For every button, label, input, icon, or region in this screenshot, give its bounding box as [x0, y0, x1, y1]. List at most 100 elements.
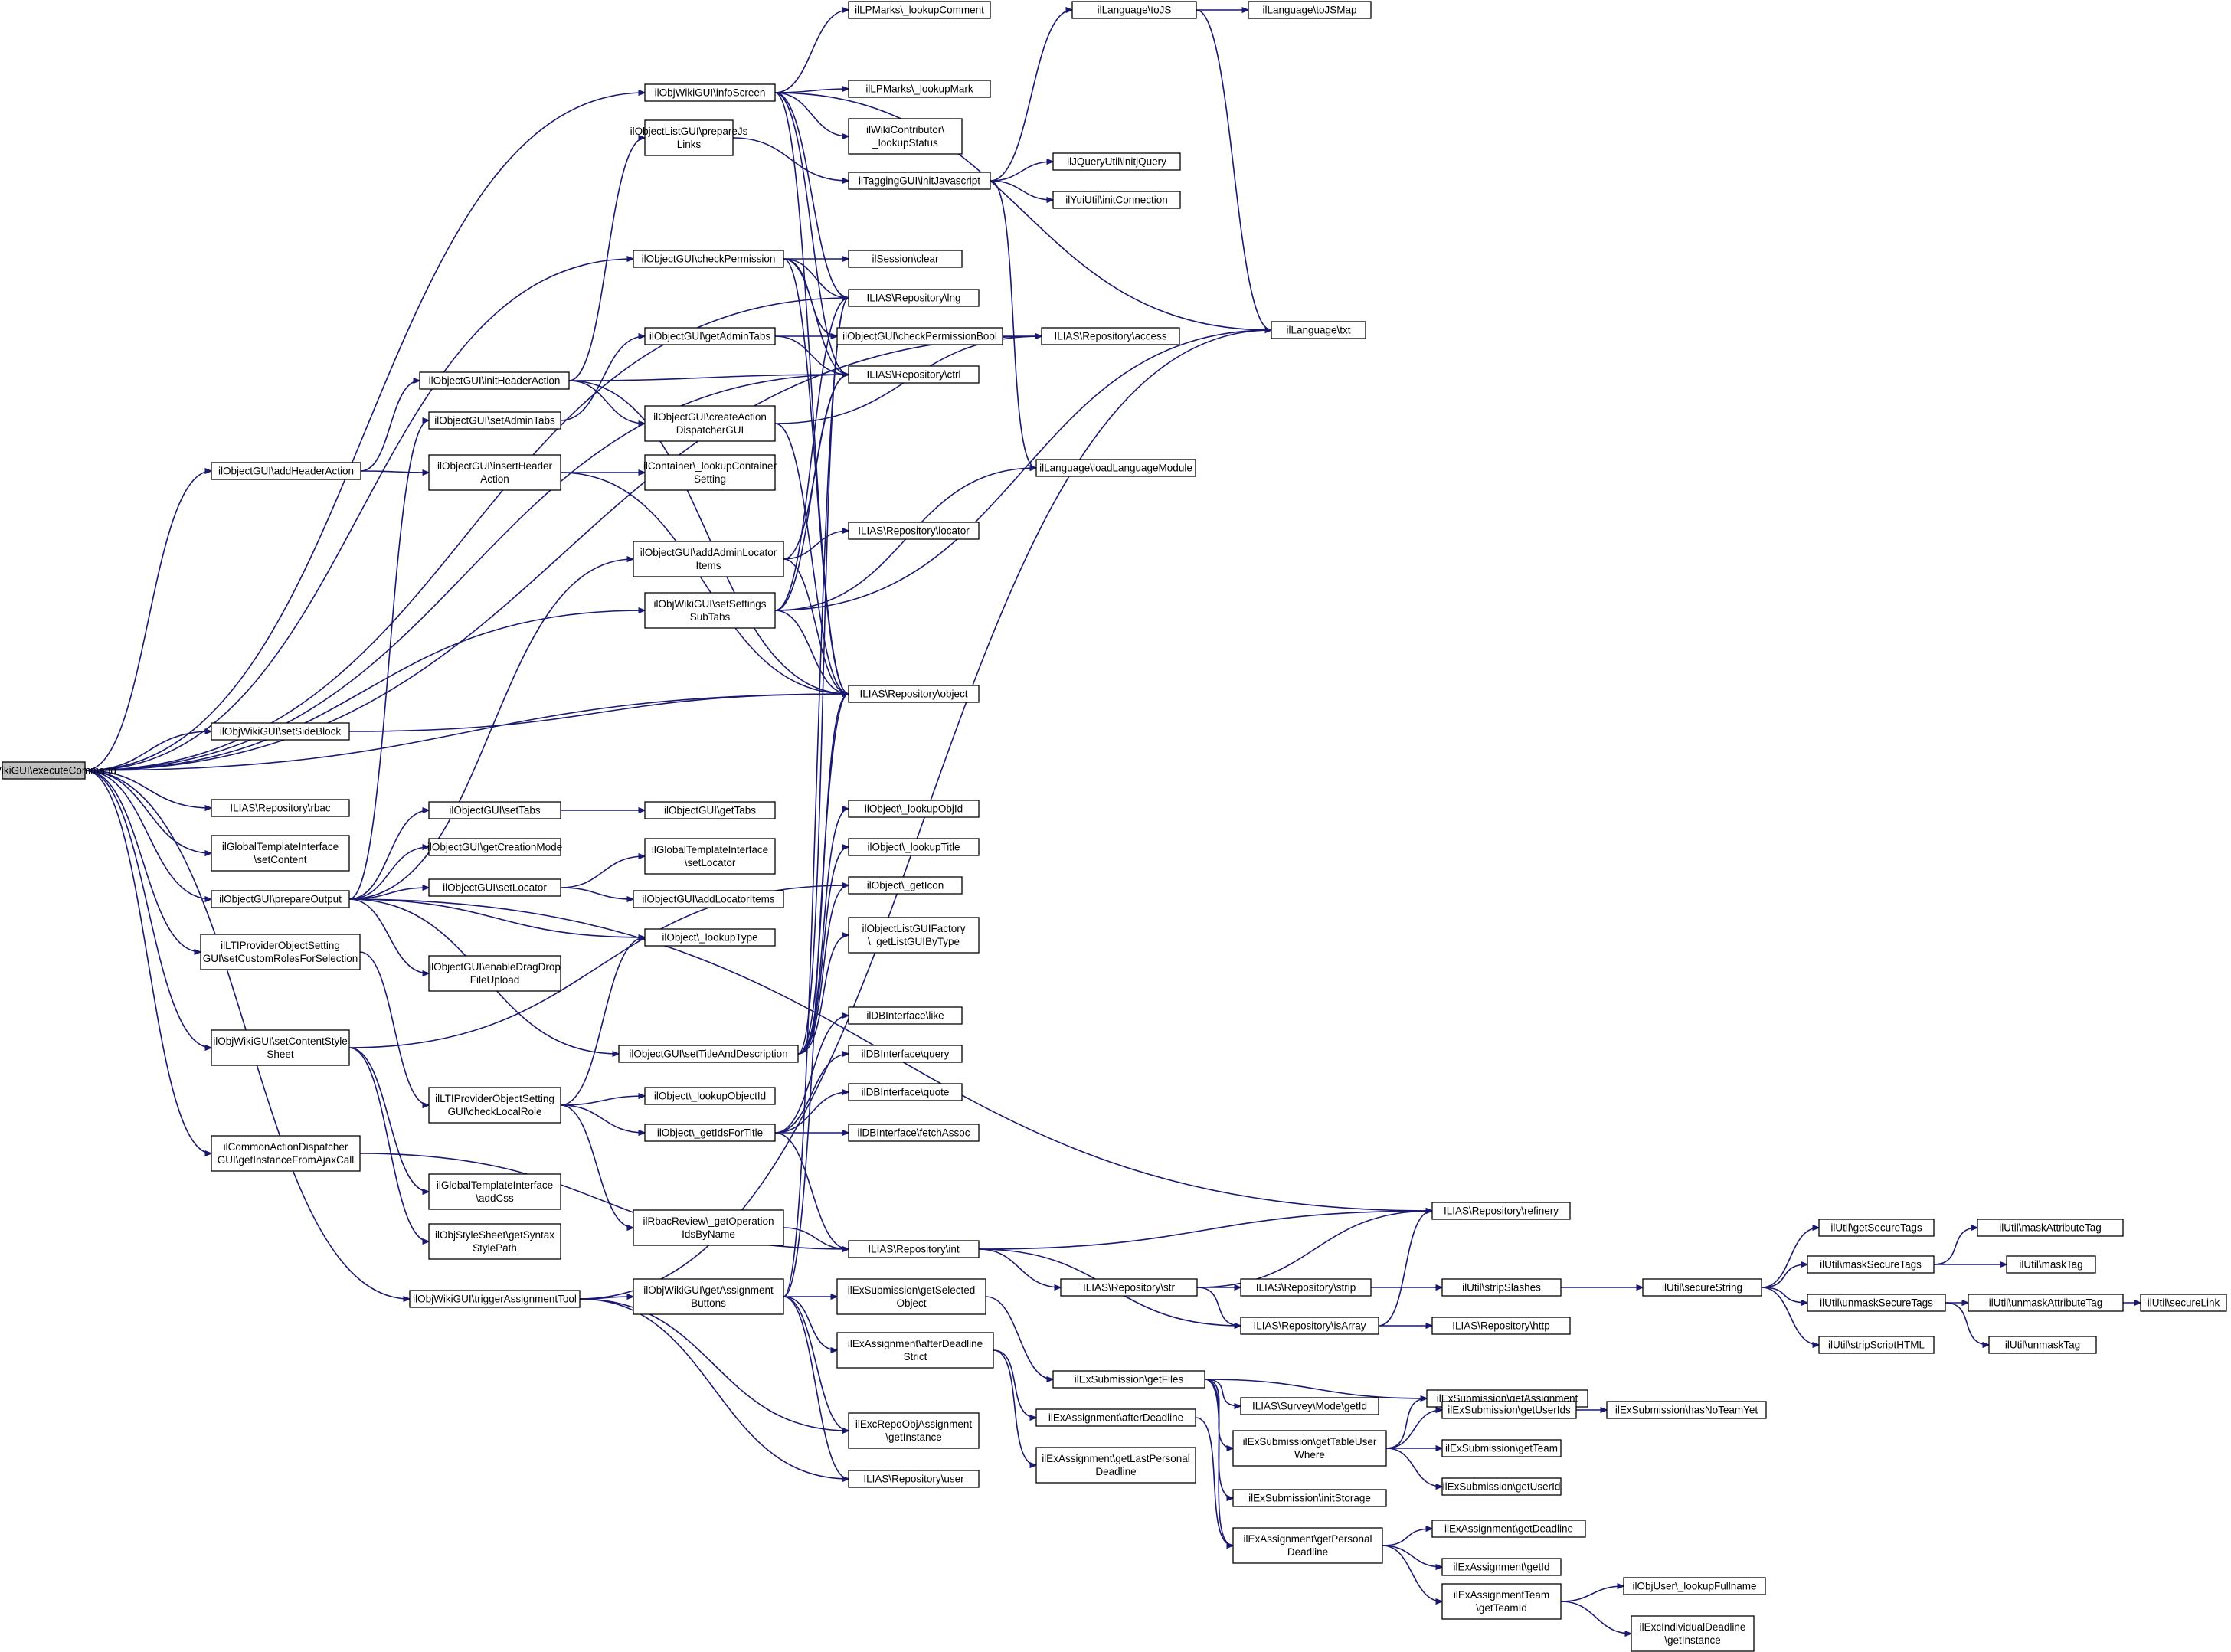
node-ilutil-securelink[interactable]: ilUtil\secureLink	[2140, 1294, 2227, 1312]
node-ilutil-getsecuretags[interactable]: ilUtil\getSecureTags	[1818, 1219, 1935, 1237]
node-ilias-repository-user[interactable]: ILIAS\Repository\user	[848, 1470, 980, 1488]
node-ilexsubmission-getteam[interactable]: ilExSubmission\getTeam	[1441, 1439, 1562, 1457]
node-ilobject-geticon[interactable]: ilObject\_getIcon	[848, 876, 963, 895]
node-ildbinterface-fetchassoc[interactable]: ilDBInterface\fetchAssoc	[848, 1124, 980, 1142]
node-ilutil-unmaskattributetag[interactable]: ilUtil\unmaskAttributeTag	[1968, 1294, 2124, 1312]
node-ilglobaltemplateinterface-setlocator[interactable]: ilGlobalTemplateInterface\setLocator	[644, 838, 776, 875]
node-ilias-repository-refinery[interactable]: ILIAS\Repository\refinery	[1431, 1202, 1571, 1220]
node-ilobjectgui-addlocatoritems[interactable]: ilObjectGUI\addLocatorItems	[633, 890, 784, 908]
node-ilutil-unmasksecuretags[interactable]: ilUtil\unmaskSecureTags	[1807, 1294, 1946, 1312]
node-ilobjectgui-checkpermission[interactable]: ilObjectGUI\checkPermission	[633, 250, 784, 268]
node-ilobjuser-lookupfullname[interactable]: ilObjUser\_lookupFullname	[1623, 1577, 1766, 1595]
node-ilcommonactiondispatchergui-getinstancefromajaxcall[interactable]: ilCommonActionDispatcherGUI\getInstanceF…	[211, 1135, 361, 1172]
node-ilias-repository-access[interactable]: ILIAS\Repository\access	[1041, 327, 1180, 345]
node-ilobject-getidsfortitle[interactable]: ilObject\_getIdsForTitle	[644, 1124, 776, 1142]
node-ilexsubmission-initstorage[interactable]: ilExSubmission\initStorage	[1232, 1489, 1387, 1507]
node-ilobjwikigui-infoscreen[interactable]: ilObjWikiGUI\infoScreen	[644, 83, 776, 102]
node-iltagginggui-initjavascript[interactable]: ilTaggingGUI\initJavascript	[848, 172, 991, 190]
node-ilobjectgui-initheaderaction[interactable]: ilObjectGUI\initHeaderAction	[419, 371, 570, 390]
node-box	[644, 801, 776, 819]
node-ilias-repository-locator[interactable]: ILIAS\Repository\locator	[848, 522, 980, 540]
node-ilobjectgui-gettabs[interactable]: ilObjectGUI\getTabs	[644, 801, 776, 819]
node-ilexcindividualdeadline-getinstance[interactable]: ilExcIndividualDeadline\getInstance	[1631, 1615, 1755, 1652]
node-ilutil-maskattributetag[interactable]: ilUtil\maskAttributeTag	[1977, 1219, 2124, 1237]
node-ilobject-lookupobjid[interactable]: ilObject\_lookupObjId	[848, 800, 980, 818]
node-illpmarks-lookupcomment[interactable]: ilLPMarks\_lookupComment	[848, 1, 991, 19]
node-illanguage-loadlanguagemodule[interactable]: ilLanguage\loadLanguageModule	[1035, 459, 1196, 477]
node-ilias-repository-int[interactable]: ILIAS\Repository\int	[848, 1240, 980, 1258]
node-ilobjwikigui-triggerassignmenttool[interactable]: ilObjWikiGUI\triggerAssignmentTool	[409, 1290, 581, 1308]
node-ilglobaltemplateinterface-addcss[interactable]: ilGlobalTemplateInterface\addCss	[428, 1173, 561, 1210]
node-ilsession-clear[interactable]: ilSession\clear	[848, 250, 963, 268]
node-iljqueryutil-initjquery[interactable]: ilJQueryUtil\initjQuery	[1052, 152, 1181, 171]
node-illanguage-tojsmap[interactable]: ilLanguage\toJSMap	[1248, 1, 1372, 19]
node-illanguage-txt[interactable]: ilLanguage\txt	[1271, 321, 1366, 339]
node-ilexassignment-getid[interactable]: ilExAssignment\getId	[1441, 1558, 1562, 1576]
node-illanguage-tojs[interactable]: ilLanguage\toJS	[1071, 1, 1197, 19]
node-ilyuiutil-initconnection[interactable]: ilYuiUtil\initConnection	[1052, 191, 1181, 209]
node-ilglobaltemplateinterface-setcontent[interactable]: ilGlobalTemplateInterface\setContent	[211, 835, 350, 872]
node-ildbinterface-like[interactable]: ilDBInterface\like	[848, 1006, 963, 1025]
node-ilobject-lookuptitle[interactable]: ilObject\_lookupTitle	[848, 838, 980, 856]
node-ilobjectgui-settabs[interactable]: ilObjectGUI\setTabs	[428, 801, 561, 819]
node-ilexsubmission-getuserids[interactable]: ilExSubmission\getUserIds	[1441, 1401, 1577, 1419]
node-ilias-repository-http[interactable]: ILIAS\Repository\http	[1431, 1317, 1571, 1335]
node-ilwikicontributor-lookupstatus[interactable]: ilWikiContributor\_lookupStatus	[848, 118, 963, 155]
node-ilias-repository-object[interactable]: ILIAS\Repository\object	[848, 685, 980, 703]
node-ilias-repository-isarray[interactable]: ILIAS\Repository\isArray	[1240, 1317, 1379, 1335]
node-ildbinterface-query[interactable]: ilDBInterface\query	[848, 1045, 963, 1063]
node-illtiproviderobjectsettinggui-checklocalrole[interactable]: ilLTIProviderObjectSettingGUI\checkLocal…	[428, 1087, 561, 1124]
node-ilobjectgui-setlocator[interactable]: ilObjectGUI\setLocator	[428, 878, 561, 897]
node-ilobjectgui-prepareoutput[interactable]: ilObjectGUI\prepareOutput	[211, 890, 350, 908]
node-ilexsubmission-hasnoteamyet[interactable]: ilExSubmission\hasNoTeamYet	[1606, 1401, 1767, 1419]
node-ilias-repository-str[interactable]: ILIAS\Repository\str	[1060, 1278, 1198, 1297]
node-ilias-repository-strip[interactable]: ILIAS\Repository\strip	[1240, 1278, 1372, 1297]
node-ilobject-lookupobjectid[interactable]: ilObject\_lookupObjectId	[644, 1087, 776, 1105]
node-ilutil-securestring[interactable]: ilUtil\secureString	[1642, 1278, 1762, 1297]
node-ilobjwikigui-setsideblock[interactable]: ilObjWikiGUI\setSideBlock	[211, 722, 350, 741]
node-ilobjectlistguifactory-getlistguibytype[interactable]: ilObjectListGUIFactory\_getListGUIByType	[848, 917, 980, 954]
node-illpmarks-lookupmark[interactable]: ilLPMarks\_lookupMark	[848, 80, 991, 98]
node-ilutil-stripscripthtml[interactable]: ilUtil\stripScriptHTML	[1818, 1336, 1935, 1354]
node-ilutil-stripslashes[interactable]: ilUtil\stripSlashes	[1441, 1278, 1562, 1297]
node-ilobjectgui-checkpermissionbool[interactable]: ilObjectGUI\checkPermissionBool	[836, 327, 1003, 345]
node-ilexsubmission-getuserid[interactable]: ilExSubmission\getUserId	[1441, 1477, 1562, 1496]
node-ilias-repository-rbac[interactable]: ILIAS\Repository\rbac	[211, 799, 350, 817]
node-ilobjectgui-getadmintabs[interactable]: ilObjectGUI\getAdminTabs	[644, 327, 776, 345]
node-ilexcrepoobjassignment-getinstance[interactable]: ilExcRepoObjAssignment\getInstance	[848, 1412, 980, 1449]
node-ildbinterface-quote[interactable]: ilDBInterface\quote	[848, 1083, 963, 1101]
node-ilias-repository-ctrl[interactable]: ILIAS\Repository\ctrl	[848, 365, 980, 384]
node-ilobjectgui-settitleanddescription[interactable]: ilObjectGUI\setTitleAndDescription	[618, 1045, 799, 1063]
node-ilexassignment-getdeadline[interactable]: ilExAssignment\getDeadline	[1431, 1520, 1586, 1538]
node-ilexassignment-afterdeadline[interactable]: ilExAssignment\afterDeadline	[1035, 1408, 1196, 1427]
node-ilutil-masktag[interactable]: ilUtil\maskTag	[2006, 1255, 2096, 1274]
node-illtiproviderobjectsettinggui-setcustomrolesforselection[interactable]: ilLTIProviderObjectSettingGUI\setCustomR…	[200, 934, 361, 970]
node-ilobjectgui-addheaderaction[interactable]: ilObjectGUI\addHeaderAction	[211, 462, 361, 480]
node-ilobjectgui-setadmintabs[interactable]: ilObjectGUI\setAdminTabs	[428, 411, 561, 430]
node-ilexsubmission-getfiles[interactable]: ilExSubmission\getFiles	[1052, 1370, 1205, 1389]
node-ilutil-masksecuretags[interactable]: ilUtil\maskSecureTags	[1807, 1255, 1935, 1274]
node-ilutil-unmasktag[interactable]: ilUtil\unmaskTag	[1988, 1336, 2097, 1354]
node-ilias-repository-lng[interactable]: ILIAS\Repository\lng	[848, 289, 980, 307]
node-ilobject-lookuptype[interactable]: ilObject\_lookupType	[644, 928, 776, 947]
node-ilobjectgui-getcreationmode[interactable]: ilObjectGUI\getCreationMode	[427, 838, 562, 856]
node-ilobjwikigui-executecommand[interactable]: ilObjWikiGUI\executeCommand	[0, 761, 116, 780]
node-ilias-survey-mode-getid[interactable]: ILIAS\Survey\Mode\getId	[1240, 1397, 1379, 1415]
node-ilexassignmentteam-getteamid[interactable]: ilExAssignmentTeam\getTeamId	[1441, 1583, 1562, 1620]
